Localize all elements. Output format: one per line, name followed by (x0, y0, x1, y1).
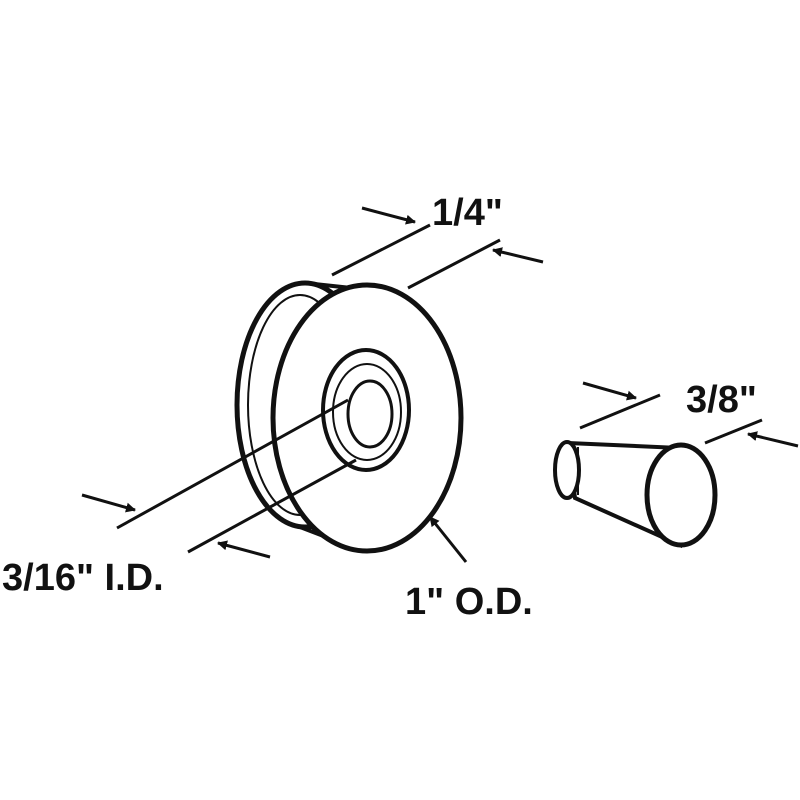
dimension-inner-diameter: 3/16" I.D. (2, 398, 357, 599)
pin-length-label: 3/8" (686, 379, 757, 421)
wheel-front-face (270, 282, 464, 554)
outer-diameter-label: 1" O.D. (405, 581, 533, 623)
inner-diameter-label: 3/16" I.D. (2, 557, 164, 599)
wheel-bore (346, 379, 394, 449)
dimension-outer-diameter: 1" O.D. (405, 516, 533, 623)
wheel-hub-ring (332, 363, 402, 461)
wheel (234, 280, 464, 554)
axle-pin (553, 440, 718, 549)
pin-head (644, 442, 718, 548)
wheel-hub (321, 348, 411, 472)
pin-tip (553, 440, 581, 500)
dimension-pin-length: 3/8" (579, 379, 799, 448)
width-label: 1/4" (432, 192, 503, 234)
dimension-width: 1/4" (331, 192, 544, 290)
